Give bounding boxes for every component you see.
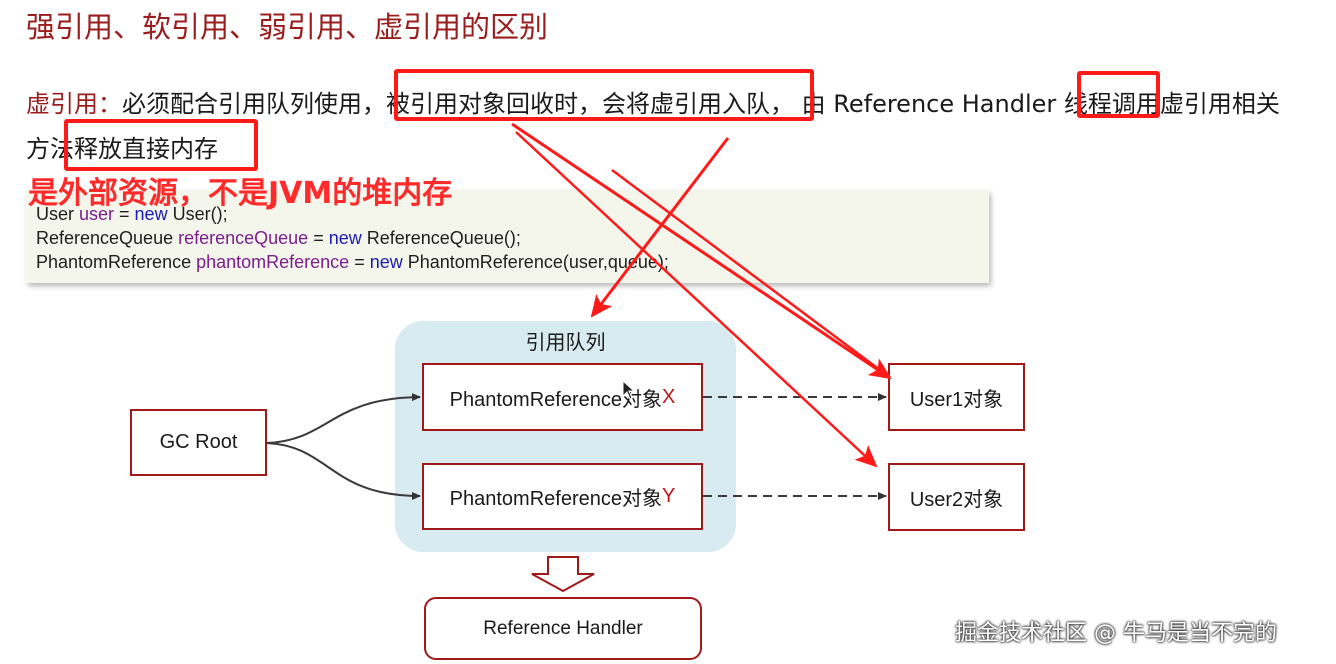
code-token: ReferenceQueue [36, 228, 179, 248]
code-token: ReferenceQueue(); [361, 228, 521, 248]
gc-root-label: GC Root [159, 431, 238, 453]
phantom-y-letter: Y [661, 485, 676, 507]
reference-handler-node: Reference Handler [424, 597, 702, 660]
page-title: 强引用、软引用、弱引用、虚引用的区别 [26, 10, 549, 44]
definition-line-1: 虚引用：必须配合引用队列使用，被引用对象回收时，会将虚引用入队， 由 Refer… [26, 84, 1280, 119]
code-token: User(); [167, 204, 228, 224]
code-line-2: ReferenceQueue referenceQueue = new Refe… [26, 226, 989, 250]
gc-root-to-y-connector [266, 442, 421, 500]
highlight-box-release-memory [64, 119, 258, 171]
gc-root-to-x-connector [266, 393, 421, 444]
definition-part-3: 由 Reference Handler [794, 90, 1064, 118]
code-keyword: new [134, 204, 168, 224]
code-line-1: User user = new User(); [26, 202, 989, 226]
handwritten-annotation: 是外部资源，不是JVM的堆内存 [28, 176, 453, 211]
definition-part-2: 被引用对象回收时，会将虚引用入队， [386, 90, 794, 118]
code-variable: phantomReference [196, 252, 350, 272]
code-token: = [349, 252, 370, 272]
user1-label: User1对象 [909, 388, 1004, 411]
phantom-y-label: PhantomReference对象 [449, 488, 662, 510]
code-token: User [36, 204, 80, 224]
code-keyword: new [369, 252, 403, 272]
highlight-box-thread [1077, 71, 1160, 118]
code-variable: referenceQueue [178, 228, 309, 248]
definition-term: 虚引用 [26, 90, 98, 118]
code-variable: user [79, 204, 115, 224]
user2-node: User2对象 [888, 463, 1025, 531]
code-token: = [308, 228, 329, 248]
definition-part-4: 线程调 [1063, 90, 1136, 118]
phantom-x-letter: X [661, 385, 676, 408]
code-keyword: new [328, 228, 362, 248]
definition-part-1: 必须配合引用队列使用， [122, 90, 386, 118]
code-token: = [114, 204, 135, 224]
gc-root-node: GC Root [130, 409, 267, 476]
highlight-box-enqueue [394, 69, 814, 121]
user2-label: User2对象 [909, 488, 1004, 511]
definition-colon: ： [98, 90, 122, 118]
mouse-cursor-icon [622, 380, 636, 400]
code-token: PhantomReference [36, 252, 197, 272]
user1-node: User1对象 [888, 363, 1025, 431]
reference-handler-label: Reference Handler [483, 617, 643, 639]
watermark: 掘金技术社区 @ 牛马是当不完的 [955, 621, 1277, 646]
queue-to-handler-hollow-arrow [531, 556, 595, 593]
definition-line2-b: 释放直接内存 [74, 135, 218, 163]
